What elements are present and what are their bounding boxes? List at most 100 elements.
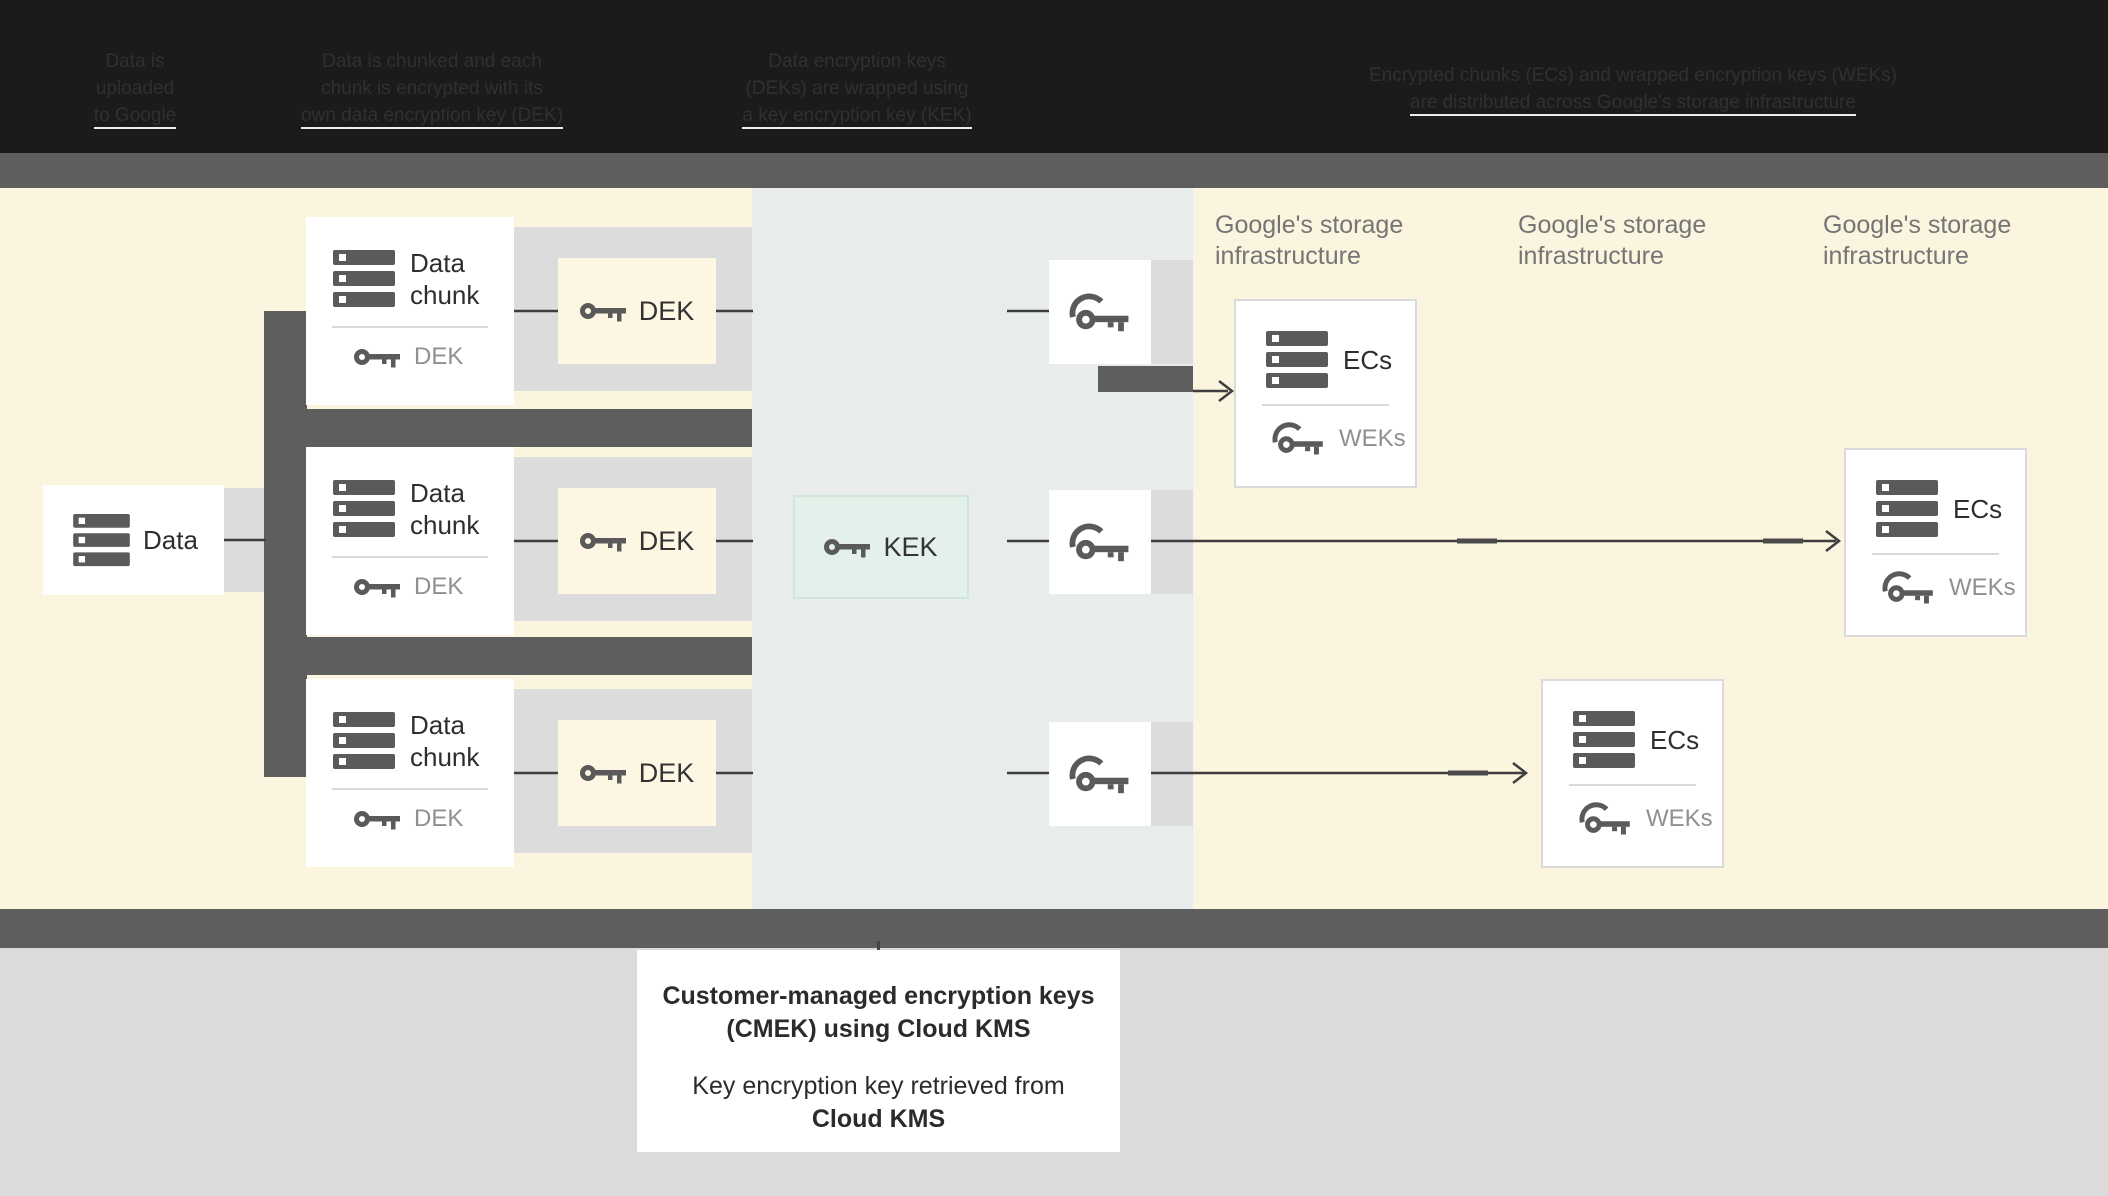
header-step-4-line: are distributed across Google's storage …	[1303, 89, 1963, 116]
header-link: a key encryption key (KEK)	[742, 105, 972, 129]
weks-row: WEKs	[1236, 406, 1415, 457]
wrapped-key-icon	[1069, 293, 1129, 331]
encrypted-chunk-box: ECs WEKs	[1541, 679, 1724, 868]
data-stack-icon	[1266, 331, 1328, 388]
wrapped-key-icon	[1069, 523, 1129, 561]
divider	[1569, 784, 1696, 786]
header-step-1-line: uploaded	[95, 78, 175, 99]
data-stack-icon	[333, 480, 395, 537]
weks-row: WEKs	[1543, 786, 1722, 837]
wrapped-key-icon	[1272, 422, 1323, 455]
header-annotation-bar: Data is uploaded to Google Data is chunk…	[0, 0, 2108, 153]
weks-label: WEKs	[1339, 424, 1406, 452]
ecs-header: ECs	[1543, 681, 1722, 769]
header-step-4-line: Encrypted chunks (ECs) and wrapped encry…	[1369, 65, 1897, 86]
connector-fill	[1151, 490, 1193, 594]
weks-row: WEKs	[1846, 555, 2025, 606]
header-step-3-line: a key encryption key (KEK)	[737, 102, 977, 129]
header-step-3: Data encryption keys (DEKs) are wrapped …	[737, 48, 977, 129]
ecs-header: ECs	[1236, 301, 1415, 389]
data-box-label: Data	[143, 525, 198, 555]
data-stack-icon	[1876, 480, 1938, 537]
header-step-3-line: Data encryption keys	[768, 51, 946, 72]
key-icon	[579, 303, 626, 322]
chunk-key-label: DEK	[414, 573, 464, 600]
ecs-label: ECs	[1953, 494, 2003, 524]
data-stack-icon	[333, 712, 395, 769]
header-link: own data encryption key (DEK)	[301, 105, 563, 129]
connector-fill	[224, 488, 264, 592]
key-icon	[354, 811, 400, 830]
caption-connector-tick	[877, 941, 880, 951]
chunk-gap-fill	[264, 637, 752, 675]
header-step-2: Data is chunked and each chunk is encryp…	[272, 48, 592, 129]
data-stack-icon	[1573, 711, 1635, 768]
wrapped-key-arrow-bar	[1098, 366, 1193, 392]
dek-label: DEK	[638, 295, 695, 326]
chunk-key-label: DEK	[414, 343, 464, 370]
caption-line: Key encryption key retrieved from	[692, 1072, 1065, 1100]
wrapped-key-box	[1049, 722, 1151, 826]
divider	[1262, 404, 1389, 406]
header-link: are distributed across Google's storage …	[1409, 92, 1857, 116]
key-icon	[579, 533, 626, 552]
dek-box: DEK	[558, 720, 716, 826]
header-step-1-line: Data is	[105, 51, 165, 72]
ecs-label: ECs	[1343, 345, 1393, 375]
chunk-key-label: DEK	[414, 805, 464, 832]
dek-label: DEK	[638, 525, 695, 556]
data-stack-icon	[73, 513, 130, 566]
dek-box: DEK	[558, 488, 716, 594]
top-divider-band	[0, 153, 2108, 188]
kek-label: KEK	[883, 531, 938, 562]
divider	[332, 556, 488, 558]
wrapped-key-box	[1049, 490, 1151, 594]
weks-label: WEKs	[1949, 573, 2016, 601]
chunk-split-bar	[264, 311, 307, 777]
chunk-key-row: DEK	[306, 790, 514, 833]
header-step-2-line: own data encryption key (DEK)	[272, 102, 592, 129]
kek-box: KEK	[793, 495, 969, 599]
wrapped-key-icon	[1882, 571, 1933, 604]
key-icon	[354, 579, 400, 598]
weks-label: WEKs	[1646, 804, 1713, 832]
divider	[332, 326, 488, 328]
header-step-4: Encrypted chunks (ECs) and wrapped encry…	[1303, 62, 1963, 116]
caption-spacer	[637, 1046, 1120, 1070]
dek-box: DEK	[558, 258, 716, 364]
header-step-2-line: Data is chunked and each	[322, 51, 542, 72]
dek-label: DEK	[638, 757, 695, 788]
ecs-label: ECs	[1650, 725, 1700, 755]
divider	[332, 788, 488, 790]
key-icon	[824, 539, 871, 558]
chunk-key-row: DEK	[306, 328, 514, 371]
divider	[1872, 553, 1999, 555]
caption-box: Customer-managed encryption keys (CMEK) …	[637, 950, 1120, 1152]
header-step-3-line: (DEKs) are wrapped using	[745, 78, 969, 99]
header-step-1-line: to Google	[55, 102, 215, 129]
header-link: to Google	[93, 105, 177, 129]
chunk-key-row: DEK	[306, 558, 514, 601]
connector-fill	[1151, 722, 1193, 826]
ecs-header: ECs	[1846, 450, 2025, 538]
wrapped-key-icon	[1579, 802, 1630, 835]
encrypted-chunk-box: ECs WEKs	[1844, 448, 2027, 637]
caption-line: Cloud KMS	[811, 1105, 946, 1133]
bottom-divider-band	[0, 909, 2108, 948]
header-step-1: Data is uploaded to Google	[55, 48, 215, 129]
data-stack-icon	[333, 250, 395, 307]
header-step-2-line: chunk is encrypted with its	[321, 78, 543, 99]
encrypted-chunk-box: ECs WEKs	[1234, 299, 1417, 488]
